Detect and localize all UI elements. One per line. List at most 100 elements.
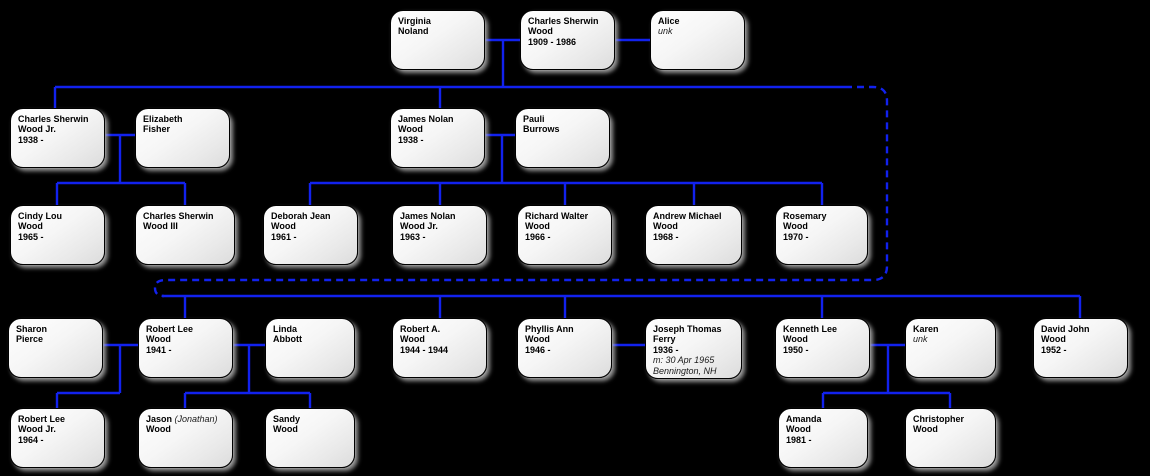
person-text-line: Pauli (523, 114, 605, 124)
person-name-segment: Wood (398, 124, 423, 135)
person-name-segment: Charles Sherwin (18, 114, 89, 124)
person-text-line: Wood (398, 124, 480, 134)
person-name-segment: Rosemary (783, 211, 827, 221)
person-name-segment: 1938 - (18, 134, 44, 145)
person-text-line: Wood (783, 221, 863, 231)
person-name-segment: 1968 - (653, 231, 679, 242)
person-text-line: Elizabeth (143, 114, 225, 124)
person-text-line: Virginia (398, 16, 480, 26)
person-name-segment: Wood (913, 424, 938, 435)
person-text-line: Bennington, NH (653, 366, 737, 376)
person-text-line: Fisher (143, 124, 225, 134)
person-name-segment: Wood (783, 334, 808, 345)
person-name-segment: 1941 - (146, 344, 172, 355)
person-text-line: Wood (528, 26, 610, 36)
person-text-line: Burrows (523, 124, 605, 134)
person-name-segment: Robert A. (400, 324, 441, 334)
person-name-segment: Phyllis Ann (525, 324, 574, 334)
person-text-line: 1970 - (783, 232, 863, 242)
person-name-segment: Wood (400, 334, 425, 345)
person-name-segment: Joseph Thomas (653, 324, 722, 334)
person-name-segment: Fisher (143, 124, 171, 135)
person-text-line: m: 30 Apr 1965 (653, 355, 737, 365)
person-note-segment: (Jonathan) (174, 414, 218, 424)
person-text-line: Charles Sherwin (143, 211, 230, 221)
person-text-line: Christopher (913, 414, 991, 424)
person-name-segment: 1964 - (18, 434, 44, 445)
person-name-segment: Robert Lee (146, 324, 194, 334)
family-kenneth-karen-line (821, 343, 952, 408)
person-text-line: Wood Jr. (18, 424, 100, 434)
person-text-line: Charles Sherwin (18, 114, 100, 124)
person-box-jason-wood[interactable]: Jason (Jonathan)Wood (138, 408, 233, 468)
person-name-segment: Wood (146, 424, 171, 435)
person-text-line: Richard Walter (525, 211, 607, 221)
person-text-line: 1964 - (18, 435, 100, 445)
person-text-line: 1950 - (783, 345, 865, 355)
person-text-line: Rosemary (783, 211, 863, 221)
person-name-segment: Sharon (16, 324, 48, 334)
person-text-line: Pierce (16, 334, 98, 344)
person-text-line: 1961 - (271, 232, 353, 242)
person-name-segment: Charles Sherwin (528, 16, 599, 26)
person-text-line: 1952 - (1041, 345, 1123, 355)
person-text-line: James Nolan (400, 211, 482, 221)
person-text-line: Phyllis Ann (525, 324, 607, 334)
person-text-line: Joseph Thomas (653, 324, 737, 334)
person-text-line: Linda (273, 324, 350, 334)
person-name-segment: Wood (653, 221, 678, 232)
person-text-line: 1966 - (525, 232, 607, 242)
person-name-segment: Charles Sherwin (143, 211, 214, 221)
person-name-segment: Wood (18, 221, 43, 232)
person-name-segment: David John (1041, 324, 1090, 334)
person-text-line: 1909 - 1986 (528, 37, 610, 47)
sibling-line-gen2-line (53, 85, 845, 108)
person-text-line: Wood (400, 334, 482, 344)
person-text-line: Wood III (143, 221, 230, 231)
person-text-line: 1968 - (653, 232, 737, 242)
person-name-segment: Amanda (786, 414, 822, 424)
person-note-segment: m: 30 Apr 1965 (653, 355, 715, 366)
person-text-line: Wood (146, 334, 228, 344)
person-name-segment: Richard Walter (525, 211, 589, 221)
person-name-segment: Karen (913, 324, 939, 334)
person-text-line: 1938 - (398, 135, 480, 145)
person-text-line: Amanda (786, 414, 863, 424)
person-text-line: Wood (1041, 334, 1123, 344)
person-name-segment: Wood Jr. (400, 221, 438, 232)
person-text-line: Wood (273, 424, 350, 434)
person-text-line: Deborah Jean (271, 211, 353, 221)
person-text-line: Wood (525, 221, 607, 231)
person-text-line: Robert Lee (146, 324, 228, 334)
family-sharon-robert-line (55, 343, 138, 408)
person-name-segment: 1936 - (653, 344, 679, 355)
